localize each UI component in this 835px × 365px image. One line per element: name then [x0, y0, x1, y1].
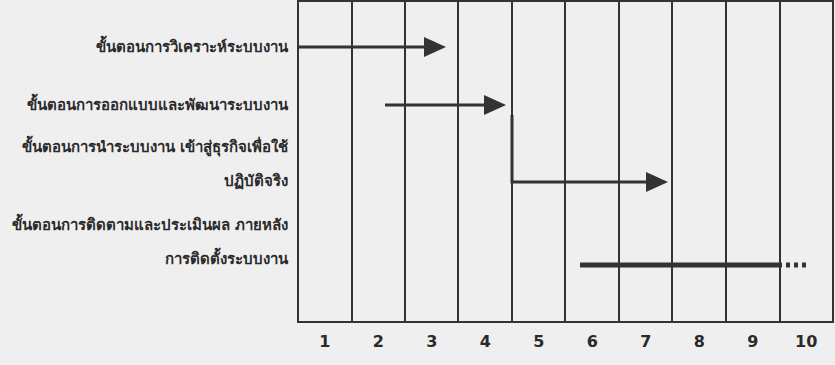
- task-label: ขั้นตอนการนำระบบงาน เข้าสู่ธุรกิจเพื่อใช…: [10, 130, 288, 198]
- period-number: 2: [363, 332, 393, 351]
- arrow-heads: [424, 37, 668, 192]
- grid-lines: [298, 1, 833, 322]
- period-number: 1: [310, 332, 340, 351]
- period-number: 4: [470, 332, 500, 351]
- task-label: ขั้นตอนการออกแบบและพัฒนาระบบงาน: [10, 88, 288, 122]
- task-label: ขั้นตอนการวิเคราะห์ระบบงาน: [10, 30, 288, 64]
- period-number: 5: [524, 332, 554, 351]
- task-arrows: [298, 47, 808, 265]
- period-number: 8: [684, 332, 714, 351]
- period-number: 7: [631, 332, 661, 351]
- period-number: 6: [577, 332, 607, 351]
- period-number: 10: [791, 332, 821, 351]
- task-label: ขั้นตอนการติดตามและประเมินผล ภายหลังการต…: [10, 208, 288, 276]
- period-number: 9: [738, 332, 768, 351]
- period-number: 3: [417, 332, 447, 351]
